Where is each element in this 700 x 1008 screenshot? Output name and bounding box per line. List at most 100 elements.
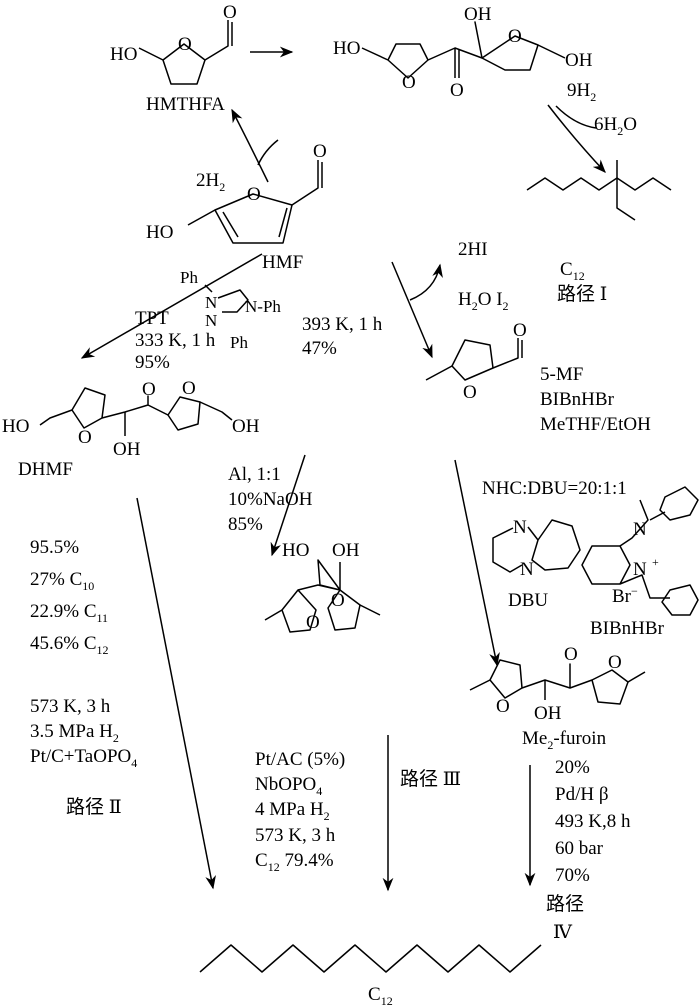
nhc-line-2: MeTHF/EtOH (540, 414, 651, 435)
dhmf-o-ring1: O (78, 427, 92, 448)
dhmf-o-carbonyl: O (142, 379, 156, 400)
furoin-label: Me2-furoin (522, 728, 607, 752)
diol-ring2 (327, 589, 361, 631)
hmthfa-ho: HO (110, 44, 137, 65)
route2-c10: 27% C10 (30, 569, 94, 593)
dhmf-ring1 (71, 387, 106, 429)
route2-label: 路径 Ⅱ (66, 796, 122, 818)
5mf-methyl (425, 365, 453, 381)
diol-methyl1 (264, 609, 283, 621)
dimer-o-ring1: O (402, 72, 416, 93)
route2-pressure: 3.5 MPa H2 (30, 721, 119, 745)
furoin-methyl1 (469, 679, 491, 691)
dhmf-label: DHMF (18, 459, 73, 480)
c12-branched-label: C12 (560, 259, 585, 283)
route2-conversion: 95.5% (30, 537, 79, 558)
bibnhbr-benzo (581, 545, 631, 585)
bibnhbr-br: Br− (612, 584, 638, 607)
5mf-o-ring: O (463, 382, 477, 403)
hydrogenation-h2: 2H2 (196, 170, 225, 194)
dimer-ring1 (361, 43, 429, 79)
dbu-n1: N (513, 517, 527, 538)
tpt-yield: 95% (135, 352, 170, 373)
diol-ho: HO (282, 540, 309, 561)
bibnhbr-plus: + (652, 555, 659, 569)
c12-linear-chain (199, 944, 542, 973)
route3-pressure: 4 MPa H2 (255, 799, 330, 823)
furoin-oh: OH (534, 703, 562, 724)
hmthfa-structure: HO O O HMTHFA (110, 2, 237, 115)
route4-line-0: 20% (555, 757, 590, 778)
route1-label: 路径 Ⅰ (557, 283, 607, 305)
route1-side-arrow (555, 105, 597, 129)
furoin-o-carbonyl: O (564, 644, 578, 665)
dhmf-bridge (101, 395, 169, 419)
diol-ring1 (281, 589, 317, 633)
dhmf-oh-mid: OH (113, 439, 141, 460)
hi-reagent: 2HI (458, 239, 488, 260)
route3-catalyst: Pt/AC (5%) (255, 749, 345, 770)
5mf-structure: O O (425, 320, 527, 403)
dimer-ch2oh (537, 44, 566, 59)
5mf-ring (451, 339, 494, 381)
hi-byproducts: H2O I2 (458, 289, 509, 313)
route3-temp: 573 K, 3 h (255, 825, 336, 846)
nhc-line-3: NHC:DBU=20:1:1 (482, 478, 627, 499)
bibnhbr-phenyl2 (661, 584, 699, 616)
route1-h2o: 6H2O (594, 114, 637, 138)
bibnhbr-bn2 (619, 574, 670, 599)
tpt-catalyst: TPT (135, 308, 169, 329)
hmthfa-o-ring: O (178, 34, 192, 55)
tpt-n1: N (205, 293, 217, 312)
dbu-ring7 (527, 519, 581, 571)
hmf-ch2 (187, 209, 216, 226)
dimer-ring2 (454, 21, 539, 71)
route4-label-bottom: Ⅳ (553, 922, 573, 943)
dhmf-o-ring2: O (182, 378, 196, 399)
route4-line-1: Pd/H β (555, 784, 608, 805)
c12-branch-down (616, 178, 636, 221)
furoin-structure: O O O OH Me2-furoin (469, 644, 646, 752)
hmf-ring (214, 193, 293, 244)
hmf-o-carbonyl: O (313, 141, 327, 162)
furoin-ring2 (591, 669, 629, 705)
nhc-line-1: BIBnHBr (540, 389, 615, 410)
dhmf-ring2 (167, 396, 201, 431)
route2-c11: 22.9% C11 (30, 601, 108, 625)
diol-bridge (297, 559, 341, 591)
tpt-n2: N (205, 311, 217, 330)
arrow-hmf-to-dhmf (80, 253, 263, 359)
dimer-structure: HO O O OH O OH (333, 4, 593, 101)
hmf-5mf-conditions: 393 K, 1 h (302, 314, 383, 335)
bibnhbr-n1: N (633, 519, 647, 540)
bibnhbr-phenyl1 (659, 486, 699, 521)
dimer-o-carbonyl: O (450, 80, 464, 101)
bibnhbr-bn1 (649, 511, 666, 521)
tpt-ring (217, 289, 249, 313)
furoin-o-ring1: O (496, 696, 510, 717)
dimer-ketone (427, 47, 456, 78)
furoin-methyl2 (627, 671, 646, 683)
dhmf-ho: HO (2, 416, 29, 437)
dhmf-structure: HO O O O OH OH DHMF (2, 378, 260, 480)
hmthfa-o-carbonyl: O (223, 2, 237, 23)
hmf-db2 (278, 207, 288, 238)
hmf-db1 (222, 211, 239, 238)
diol-methyl2 (359, 604, 381, 616)
route2-c12: 45.6% C12 (30, 633, 109, 657)
arrow-hmf-to-5mf (391, 261, 433, 359)
bibnhbr-label: BIBnHBr (590, 618, 665, 639)
dhmf-oh: OH (232, 416, 260, 437)
dimer-ho: HO (333, 38, 360, 59)
route4-line-3: 60 bar (555, 838, 604, 859)
hmf-ho: HO (146, 222, 173, 243)
al-line-1: 10%NaOH (228, 489, 313, 510)
diol-o-ring1: O (306, 612, 320, 633)
h2-side-arrow (257, 139, 279, 166)
c12-linear-label: C12 (368, 984, 393, 1008)
dimer-o-ring2: O (508, 26, 522, 47)
arrow-route1 (547, 104, 606, 173)
route3-yield: C12 79.4% (255, 850, 334, 874)
